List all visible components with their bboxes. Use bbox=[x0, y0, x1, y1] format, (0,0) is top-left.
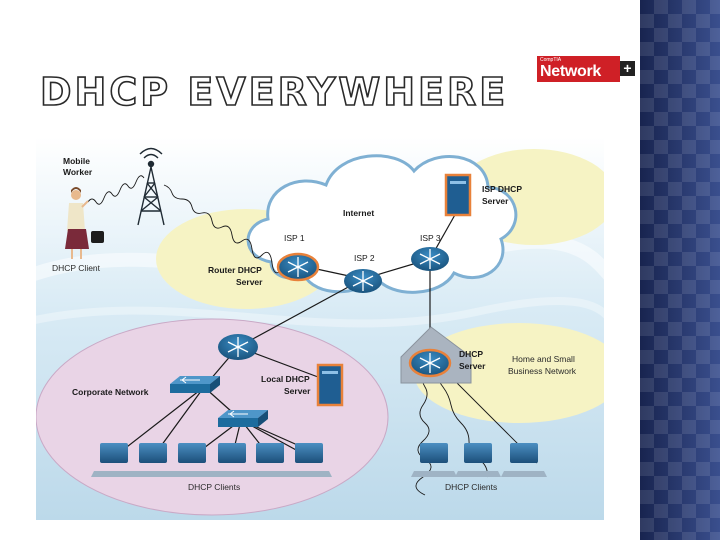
cell-tower-icon bbox=[137, 147, 165, 226]
label-home-small-business-1: Home and Small bbox=[512, 354, 575, 364]
client-pc-icon bbox=[209, 443, 255, 477]
label-dhcp-clients-right: DHCP Clients bbox=[445, 482, 497, 492]
network-plus-logo: CompTIA Network + bbox=[537, 56, 635, 82]
label-isp2: ISP 2 bbox=[354, 253, 375, 263]
label-dhcp-client: DHCP Client bbox=[52, 263, 101, 273]
network-diagram: Mobile Worker DHCP Client Internet ISP 1… bbox=[36, 137, 604, 520]
label-local-dhcp-server-1: Local DHCP bbox=[261, 374, 310, 384]
decorative-side-band bbox=[640, 0, 720, 540]
logo-small-text: CompTIA bbox=[540, 57, 562, 63]
client-pc-icon bbox=[411, 443, 457, 477]
client-pc-icon bbox=[455, 443, 501, 477]
label-internet: Internet bbox=[343, 208, 374, 218]
router-home-icon bbox=[400, 326, 472, 384]
label-mobile-worker-2: Worker bbox=[63, 167, 93, 177]
mobile-worker-person-icon bbox=[65, 187, 104, 259]
corporate-network-area bbox=[36, 318, 389, 516]
home-network-area bbox=[414, 323, 604, 423]
label-corporate-network: Corporate Network bbox=[72, 387, 149, 397]
label-router-dhcp-server-2: Server bbox=[236, 277, 263, 287]
logo-badge: CompTIA Network bbox=[537, 56, 620, 82]
router-isp1-icon bbox=[276, 252, 320, 282]
label-isp-dhcp-server-2: Server bbox=[482, 196, 509, 206]
label-mobile-worker-1: Mobile bbox=[63, 156, 90, 166]
client-pc-icon bbox=[169, 443, 215, 477]
client-pc-icon bbox=[91, 443, 137, 477]
switch-1-icon bbox=[170, 376, 220, 393]
isp-dhcp-server-icon bbox=[444, 173, 472, 217]
label-isp1: ISP 1 bbox=[284, 233, 305, 243]
client-pc-icon bbox=[130, 443, 176, 477]
local-dhcp-server-icon bbox=[316, 363, 344, 407]
label-home-dhcp-server-2: Server bbox=[459, 361, 486, 371]
label-local-dhcp-server-2: Server bbox=[284, 386, 311, 396]
logo-word: Network bbox=[540, 63, 602, 80]
router-isp2-icon bbox=[344, 269, 382, 293]
label-isp3: ISP 3 bbox=[420, 233, 441, 243]
slide-title: DHCP EVERYWHERE bbox=[39, 69, 509, 115]
client-pc-icon bbox=[501, 443, 547, 477]
label-home-dhcp-server-1: DHCP bbox=[459, 349, 483, 359]
router-corporate-icon bbox=[218, 334, 258, 360]
label-dhcp-clients-left: DHCP Clients bbox=[188, 482, 240, 492]
switch-2-icon bbox=[218, 410, 268, 427]
router-isp3-icon bbox=[411, 247, 449, 271]
corporate-client-computers bbox=[91, 443, 332, 477]
label-home-small-business-2: Business Network bbox=[508, 366, 577, 376]
label-router-dhcp-server-1: Router DHCP bbox=[208, 265, 262, 275]
client-pc-icon bbox=[247, 443, 293, 477]
logo-plus-icon: + bbox=[620, 61, 635, 76]
home-client-computers bbox=[411, 443, 547, 477]
label-isp-dhcp-server-1: ISP DHCP bbox=[482, 184, 522, 194]
client-pc-icon bbox=[286, 443, 332, 477]
diagram-canvas: Mobile Worker DHCP Client Internet ISP 1… bbox=[36, 137, 604, 520]
